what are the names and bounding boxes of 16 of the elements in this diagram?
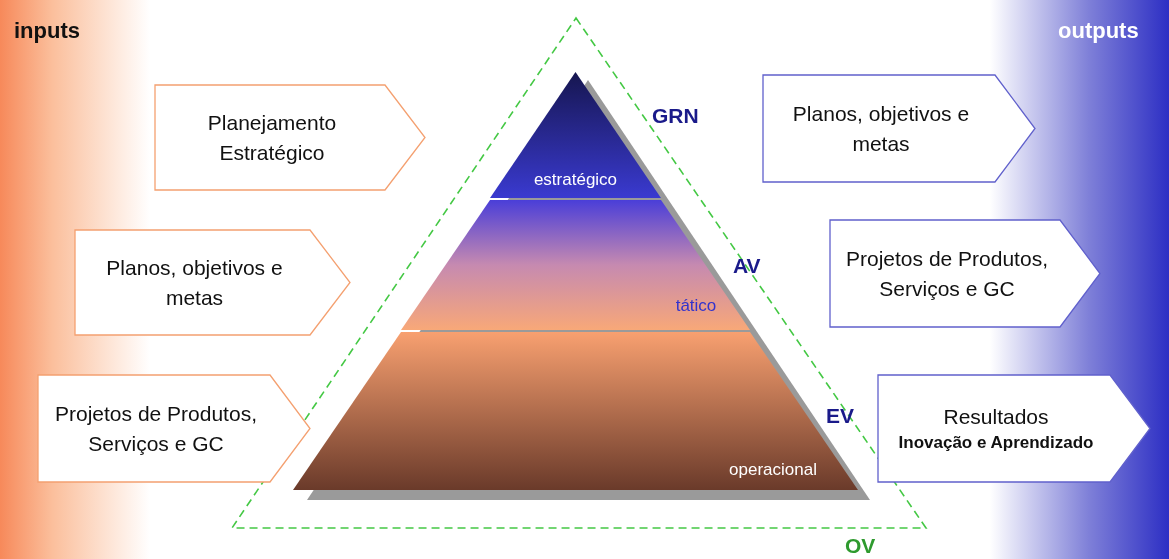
box-subtext: Inovação e Aprendizado xyxy=(898,432,1094,455)
heading: inputs xyxy=(14,18,80,44)
level-label: GRN xyxy=(652,104,699,128)
box-text: estratégico xyxy=(533,170,618,190)
box-text: Projetos de Produtos, Serviços e GC xyxy=(845,246,1049,302)
heading: outputs xyxy=(1058,18,1139,44)
box-text: operacional xyxy=(729,460,817,480)
box-text: Planos, objetivos e metas xyxy=(105,255,284,311)
box-text: tático xyxy=(675,296,717,316)
level-label: EV xyxy=(826,404,854,428)
box-text: Planos, objetivos e metas xyxy=(791,101,971,157)
box-text: Planejamento Estratégico xyxy=(206,110,338,166)
level-label: AV xyxy=(733,254,761,278)
box-text: Projetos de Produtos, Serviços e GC xyxy=(54,401,258,457)
box-text: Resultados xyxy=(943,403,1049,430)
level-label: OV xyxy=(845,534,876,558)
